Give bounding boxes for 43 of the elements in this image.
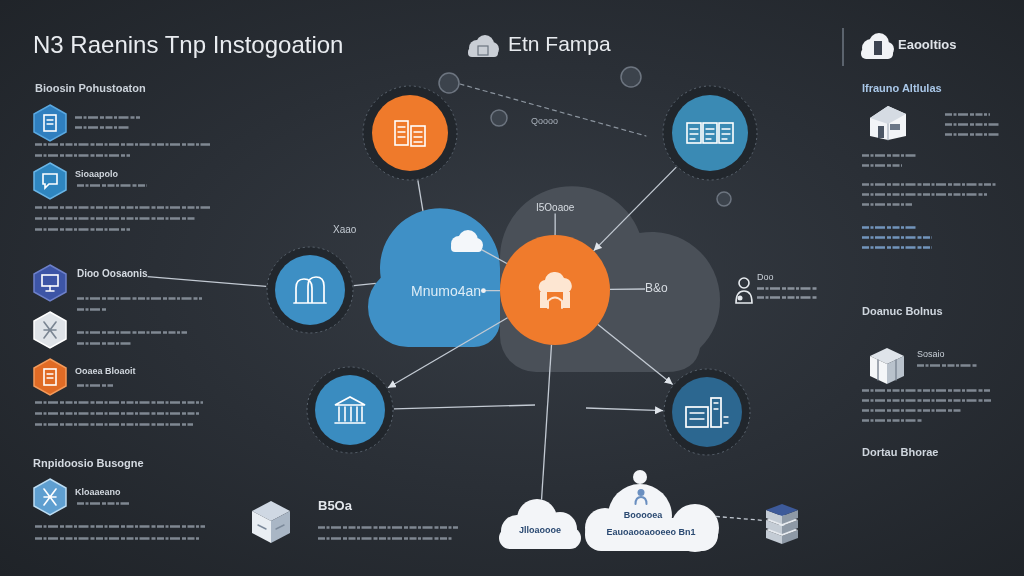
text-label: Xaao	[333, 224, 357, 236]
cloud-label: Booooea	[623, 510, 663, 521]
section-heading: Ifrauno Altlulas	[862, 82, 942, 95]
circle-node	[266, 246, 354, 334]
cloud-label: Eauoaooaooeeo Bn1	[606, 527, 696, 538]
section-heading: Doanuc Bolnus	[862, 305, 943, 318]
text-label: Ooaea Bloaoit	[75, 366, 136, 377]
cloud-label: Jlloaoooe	[519, 525, 561, 536]
connector-line	[480, 248, 508, 265]
text-label: B5Oa	[318, 499, 352, 514]
text-label: Qoooo	[531, 116, 559, 127]
node-label: I5Ooaoe	[536, 202, 575, 214]
circle-node	[306, 366, 394, 454]
header-label: Etn Fampa	[508, 32, 611, 57]
circle-node	[662, 85, 758, 181]
connector-line	[554, 212, 556, 236]
connector-line	[353, 282, 377, 287]
circle-node	[663, 368, 751, 456]
text-label: Kloaaeano	[75, 487, 121, 498]
connector-line	[146, 276, 267, 288]
node-label: B&o	[645, 282, 668, 296]
arrow	[597, 323, 674, 386]
circle-node	[500, 235, 610, 345]
section-heading: Rnpidoosio Busogne	[33, 457, 144, 470]
connector-line	[540, 344, 553, 501]
section-heading: Bioosin Pohustoaton	[35, 82, 146, 95]
dashed-connector	[715, 515, 763, 521]
arrow	[585, 406, 664, 415]
arrow	[593, 166, 677, 252]
header-label: Eaooltios	[898, 38, 957, 53]
node-label: Mnumo4an	[411, 283, 482, 300]
connector-line	[480, 288, 501, 294]
connector-line	[609, 288, 646, 291]
section-heading: Dortau Bhorae	[862, 446, 939, 459]
text-label: Doo	[757, 272, 774, 283]
arrow	[387, 317, 509, 389]
text-label: Sioaapolo	[75, 169, 118, 180]
text-label: Sosaio	[917, 349, 945, 360]
connector-line	[417, 179, 424, 212]
node-label: Dioo Oosaonis	[77, 268, 148, 280]
connector-line	[393, 404, 536, 410]
title: N3 Raenins Tnp Instogoation	[33, 31, 344, 59]
circle-node	[362, 85, 458, 181]
